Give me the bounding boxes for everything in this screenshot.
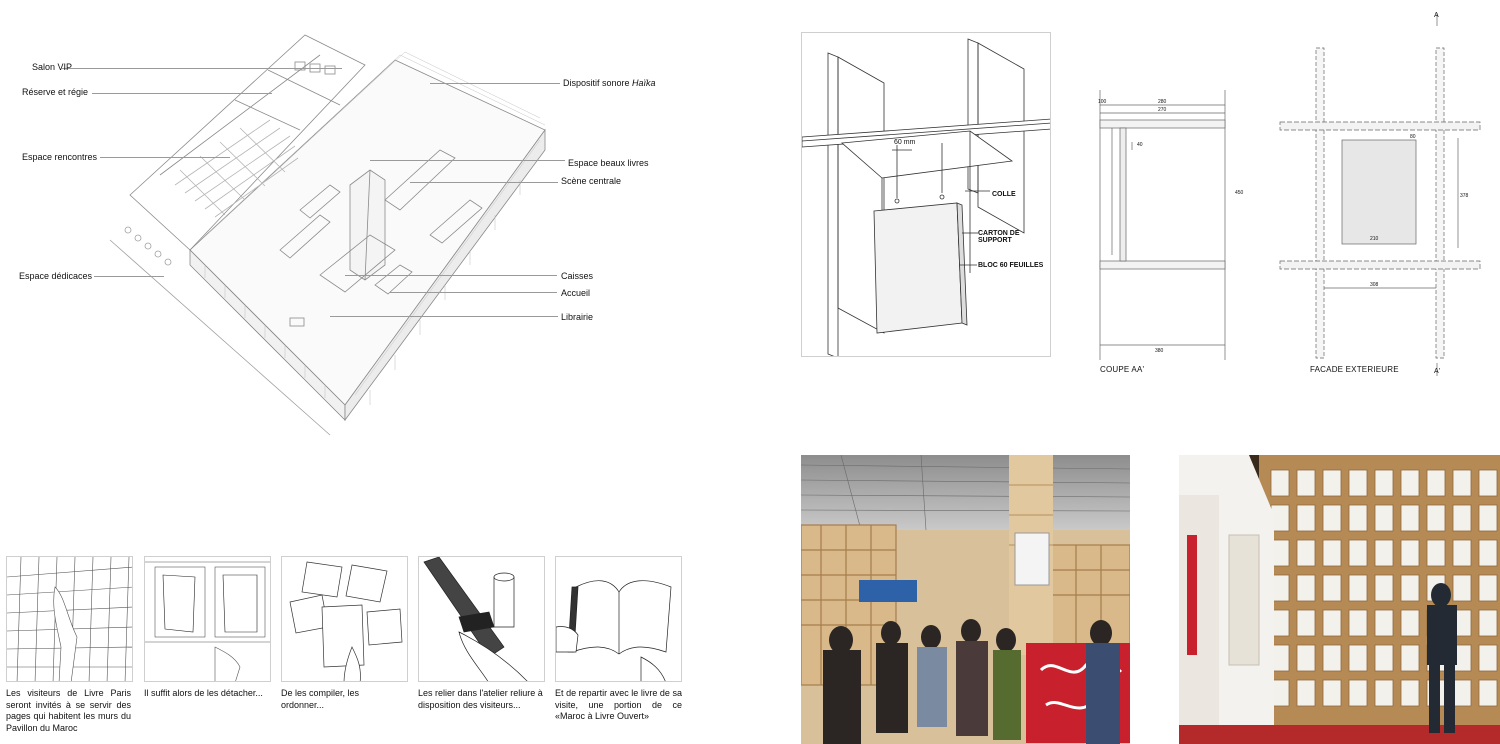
- step-1-drawing: [7, 557, 132, 681]
- dim-380: 380: [1155, 348, 1164, 354]
- facade-drawing: [1279, 13, 1481, 376]
- label-carton: CARTON DE SUPPORT: [978, 230, 1020, 244]
- dim-280: 280: [1158, 99, 1167, 105]
- label-caisses: Caisses: [561, 271, 594, 281]
- step-4-illustration: [418, 556, 545, 682]
- label-rencontres: Espace rencontres: [22, 152, 98, 162]
- label-dedicaces: Espace dédicaces: [19, 271, 93, 281]
- label-librairie: Librairie: [561, 312, 594, 322]
- dim-210: 210: [1370, 236, 1379, 242]
- dim-378: 378: [1460, 193, 1469, 199]
- pages-wall-photo: [1179, 455, 1500, 744]
- detail-3d-drawing: [802, 38, 1050, 356]
- axonometric-plan: Salon VIP Réserve et régie Espace rencon…: [0, 0, 700, 440]
- dim-60mm: 60 mm: [894, 139, 916, 146]
- label-accueil: Accueil: [561, 288, 591, 298]
- step-1-caption: Les visiteurs de Livre Paris seront invi…: [6, 688, 131, 733]
- facade-title: FACADE EXTERIEURE: [1310, 365, 1399, 374]
- step-5-drawing: [556, 580, 672, 681]
- step-5-caption: Et de repartir avec le livre de sa visit…: [555, 688, 682, 721]
- coupe-section: 100 280 270 40 450 380 COUPE AA': [1090, 90, 1244, 380]
- pavilion-interior-image: [801, 455, 1130, 744]
- facade-section: 210 80 378 308 A A' FACADE EXTERIEURE: [1270, 8, 1500, 380]
- step-1-illustration: [6, 556, 133, 682]
- pages-wall-image: [1179, 455, 1500, 744]
- marker-a-bottom: A': [1434, 368, 1441, 375]
- dim-100: 100: [1098, 99, 1107, 105]
- dim-308: 308: [1370, 282, 1379, 288]
- step-3-caption: De les compiler, les ordonner...: [281, 688, 360, 710]
- coupe-title: COUPE AA': [1100, 365, 1145, 374]
- label-colle: COLLE: [992, 191, 1016, 198]
- dim-450: 450: [1235, 190, 1244, 196]
- label-salon-vip: Salon VIP: [32, 62, 73, 72]
- label-dispositif: Dispositif sonore Haïka: [563, 78, 656, 88]
- step-2-caption: Il suffit alors de les détacher...: [144, 688, 263, 698]
- step-5-illustration: [555, 556, 682, 682]
- step-3-illustration: [281, 556, 408, 682]
- step-3-drawing: [289, 561, 403, 681]
- label-bloc: BLOC 60 FEUILLES: [978, 262, 1044, 269]
- dim-40: 40: [1137, 142, 1143, 148]
- marker-a-top: A: [1434, 12, 1439, 19]
- detail-3d-panel: 60 mm COLLE CARTON DE SUPPORT BLOC 60 FE…: [801, 32, 1051, 357]
- label-reserve: Réserve et régie: [22, 87, 89, 97]
- axonometric-drawing: [109, 34, 546, 436]
- label-beaux-livres: Espace beaux livres: [568, 158, 649, 168]
- dim-80: 80: [1410, 134, 1416, 140]
- step-2-drawing: [145, 561, 270, 681]
- step-4-drawing: [423, 557, 528, 681]
- step-4-caption: Les relier dans l'atelier reliure à disp…: [418, 688, 543, 710]
- step-2-illustration: [144, 556, 271, 682]
- pavilion-interior-photo: [801, 455, 1130, 744]
- label-scene: Scène centrale: [561, 176, 622, 186]
- coupe-drawing: [1099, 90, 1226, 360]
- dim-270: 270: [1158, 107, 1167, 113]
